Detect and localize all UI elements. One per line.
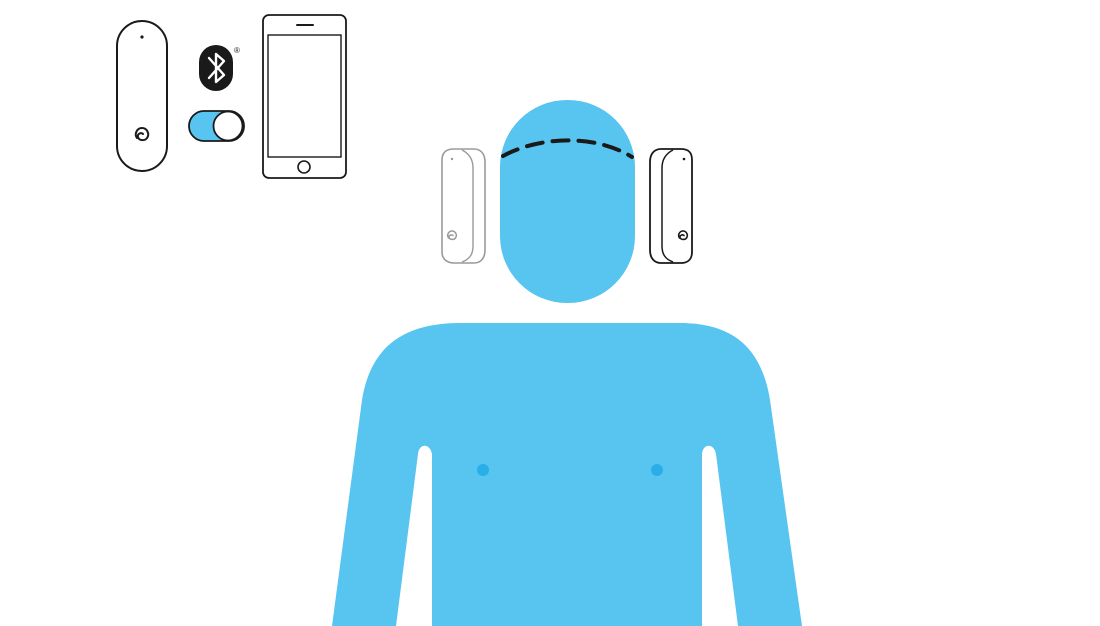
left-sensor-icon [442, 149, 485, 263]
torso [332, 323, 802, 626]
registered-mark: ® [234, 46, 240, 55]
person-silhouette [332, 100, 802, 626]
phone-screen [268, 35, 341, 157]
toggle-knob [214, 112, 243, 141]
nipple-left [477, 464, 489, 476]
bluetooth-toggle-switch[interactable] [189, 111, 244, 141]
bluetooth-icon [199, 45, 233, 91]
right-sensor-icon [650, 149, 692, 263]
head [500, 100, 635, 303]
smartphone-icon [263, 15, 346, 178]
wearable-sensor-device-icon [117, 21, 167, 171]
nipple-right [651, 464, 663, 476]
phone-home-button [298, 161, 310, 173]
